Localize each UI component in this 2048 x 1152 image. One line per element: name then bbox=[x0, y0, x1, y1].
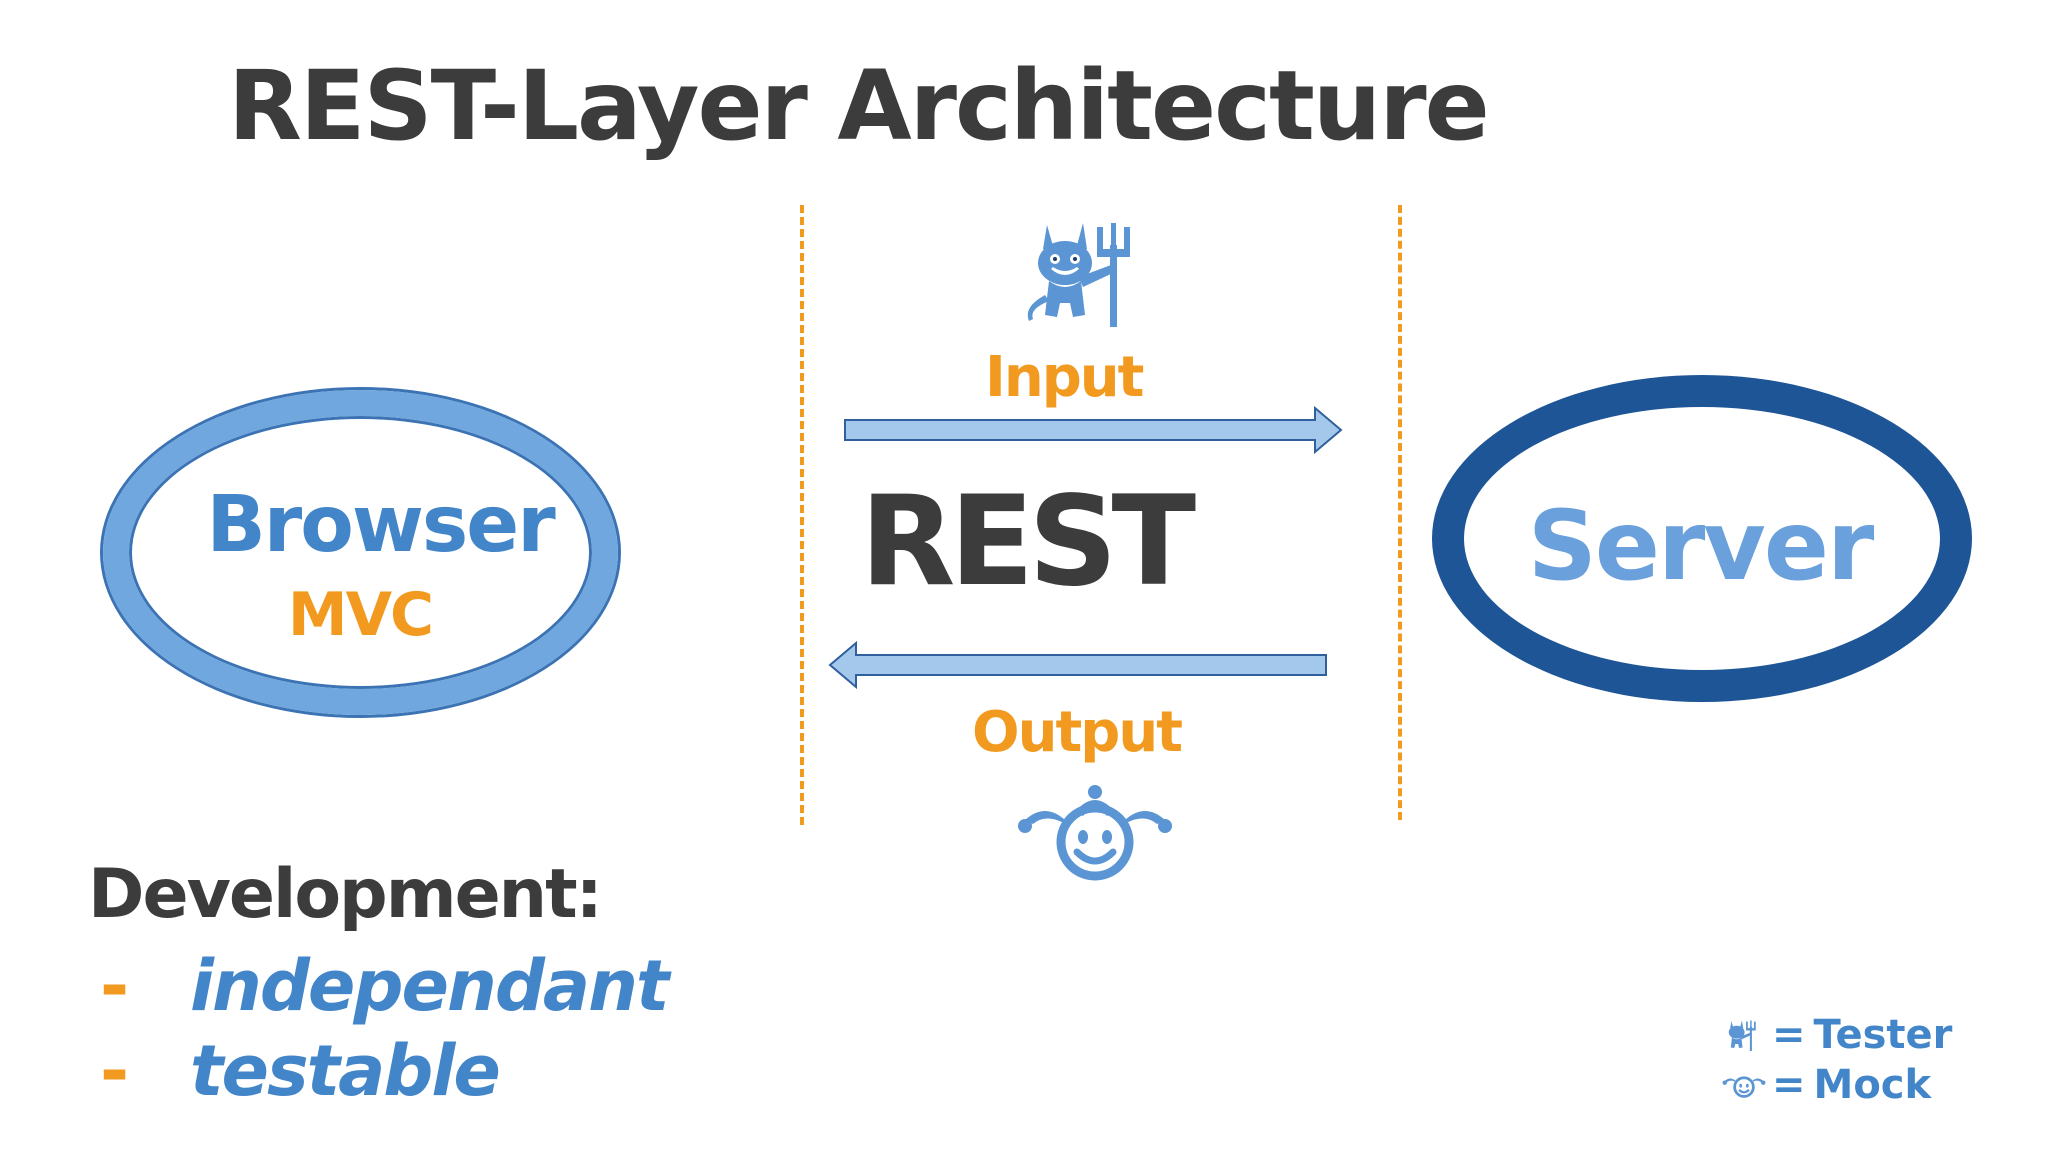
bullet-dash: - bbox=[100, 1030, 130, 1112]
legend-mock: = Mock bbox=[1722, 1060, 1931, 1110]
legend-tester: = Tester bbox=[1722, 1010, 1952, 1060]
rest-label: REST bbox=[860, 470, 1196, 614]
devil-icon bbox=[1728, 1020, 1756, 1051]
bullet-text: independant bbox=[190, 945, 669, 1027]
legend-tester-text: Tester bbox=[1813, 1012, 1953, 1058]
input-arrow bbox=[844, 405, 1343, 455]
devil-icon bbox=[1027, 223, 1130, 327]
bullet-dash: - bbox=[100, 945, 130, 1027]
browser-label: Browser bbox=[206, 480, 555, 570]
server-label: Server bbox=[1527, 490, 1875, 602]
legend-mock-text: Mock bbox=[1813, 1062, 1932, 1108]
development-item-independant: -independant bbox=[100, 945, 669, 1027]
development-title: Development: bbox=[88, 855, 603, 934]
output-arrow bbox=[828, 640, 1327, 690]
page-title: REST-Layer Architecture bbox=[228, 50, 1490, 162]
output-label: Output bbox=[972, 700, 1183, 765]
left-divider-line bbox=[800, 205, 804, 825]
input-label: Input bbox=[985, 345, 1144, 410]
development-item-testable: -testable bbox=[100, 1030, 501, 1112]
bullet-text: testable bbox=[190, 1030, 501, 1112]
legend-equals: = bbox=[1772, 1012, 1806, 1058]
right-divider-line bbox=[1398, 205, 1402, 820]
jester-icon bbox=[1018, 785, 1172, 881]
jester-icon bbox=[1722, 1076, 1766, 1098]
legend-equals: = bbox=[1772, 1062, 1806, 1108]
mvc-label: MVC bbox=[287, 580, 434, 650]
